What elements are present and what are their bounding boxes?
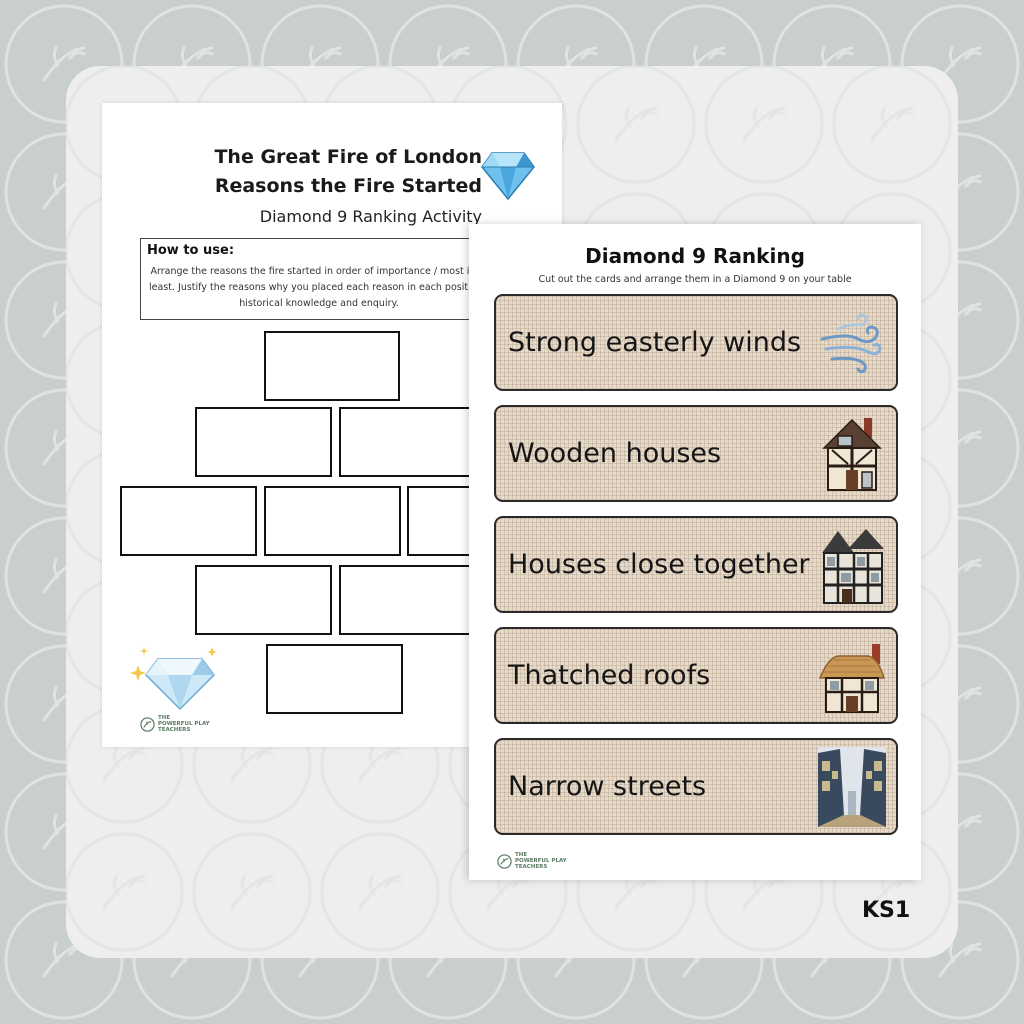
ranking-cards-sheet: Diamond 9 Ranking Cut out the cards and … — [469, 224, 921, 880]
brand-logo: THE POWERFUL PLAY TEACHERS — [140, 715, 210, 733]
reason-card: Thatched roofs — [494, 627, 898, 724]
worksheet-subtitle: Diamond 9 Ranking Activity — [259, 207, 482, 226]
ranking-box-3 — [339, 407, 476, 477]
reason-card: Houses close together — [494, 516, 898, 613]
wind-icon — [820, 313, 882, 374]
ranking-box-5 — [264, 486, 401, 556]
worksheet-title-line1: The Great Fire of London — [214, 146, 482, 168]
how-to-text: Arrange the reasons the fire started in … — [149, 264, 489, 312]
thatched-house-icon — [818, 644, 886, 713]
wooden-house-icon — [822, 418, 882, 491]
worksheet-title-line2: Reasons the Fire Started — [214, 175, 482, 197]
worksheet-title: The Great Fire of London Reasons the Fir… — [182, 143, 482, 201]
reason-card-label: Wooden houses — [508, 438, 722, 469]
key-stage-badge: KS1 — [862, 898, 911, 923]
ranking-box-2 — [195, 407, 332, 477]
ranking-box-4 — [120, 486, 257, 556]
reason-card-label: Houses close together — [508, 549, 810, 580]
reason-card-label: Strong easterly winds — [508, 327, 802, 358]
reason-card: Strong easterly winds — [494, 294, 898, 391]
ranking-box-7 — [195, 565, 332, 635]
how-to-line1: Arrange the reasons the fire started in … — [150, 266, 488, 277]
cards-sheet-title: Diamond 9 Ranking — [585, 244, 805, 268]
narrow-street-icon — [818, 747, 886, 827]
logo-text: THE POWERFUL PLAY TEACHERS — [515, 852, 567, 870]
how-to-heading: How to use: — [147, 243, 235, 258]
sparkling-diamond-icon — [130, 647, 217, 711]
reason-card-label: Thatched roofs — [508, 660, 711, 691]
logo-text: THE POWERFUL PLAY TEACHERS — [158, 715, 210, 733]
ranking-box-9 — [266, 644, 403, 714]
how-to-line3: historical knowledge and enquiry. — [239, 298, 399, 309]
cards-sheet-subtitle: Cut out the cards and arrange them in a … — [538, 274, 852, 285]
logo-leaf-icon — [140, 716, 155, 732]
tudor-house-icon — [822, 529, 884, 604]
reason-card-label: Narrow streets — [508, 771, 707, 802]
reason-card: Narrow streets — [494, 738, 898, 835]
logo-leaf-icon — [497, 853, 512, 869]
diamond-icon — [481, 152, 535, 201]
reason-card: Wooden houses — [494, 405, 898, 502]
brand-logo: THE POWERFUL PLAY TEACHERS — [497, 852, 567, 870]
ranking-box-8 — [339, 565, 476, 635]
how-to-use-box: How to use: Arrange the reasons the fire… — [140, 238, 489, 320]
ranking-box-1 — [264, 331, 400, 401]
how-to-line2: least. Justify the reasons why you place… — [149, 282, 490, 293]
